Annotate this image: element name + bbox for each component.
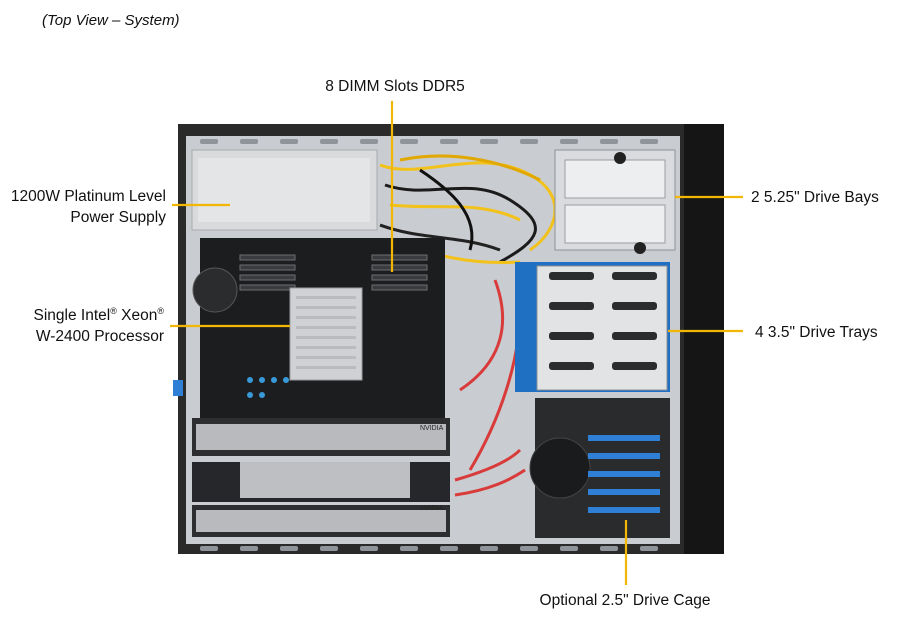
callout-psu-line1: 1200W Platinum Level xyxy=(10,188,166,205)
callout-cage25-text: Optional 2.5" Drive Cage xyxy=(539,592,711,609)
power-supply xyxy=(191,149,378,231)
view-caption: (Top View – System) xyxy=(42,12,180,29)
registered-mark-2: ® xyxy=(157,306,164,316)
gpu-cards xyxy=(192,418,450,537)
callout-psu-line2: Power Supply xyxy=(70,209,166,226)
drive-trays-35 xyxy=(515,262,670,392)
callout-trays35-text: 4 3.5" Drive Trays xyxy=(755,324,878,341)
blue-latch xyxy=(173,380,183,396)
drive-bays-525 xyxy=(554,149,676,254)
callout-psu: 1200W Platinum Level Power Supply xyxy=(0,186,166,228)
motherboard xyxy=(192,238,445,418)
callout-dimm: 8 DIMM Slots DDR5 xyxy=(300,76,490,97)
callout-trays35: 4 3.5" Drive Trays xyxy=(755,322,878,343)
callout-bays525: 2 5.25" Drive Bays xyxy=(751,187,879,208)
callout-cpu-line1-a: Single Intel xyxy=(33,307,111,324)
callout-dimm-text: 8 DIMM Slots DDR5 xyxy=(325,78,465,95)
callout-bays525-text: 2 5.25" Drive Bays xyxy=(751,189,879,206)
callout-cpu-line2: W-2400 Processor xyxy=(35,328,164,345)
callout-lines xyxy=(170,101,743,585)
drive-cage-25 xyxy=(529,398,670,538)
callout-cage25: Optional 2.5" Drive Cage xyxy=(520,590,730,611)
gpu-brand-bottom: NVIDIA xyxy=(420,505,444,512)
registered-mark-1: ® xyxy=(110,306,117,316)
callout-cpu-line1-b: Xeon xyxy=(121,307,158,324)
callout-cpu-line1: Single Intel® Xeon® xyxy=(0,305,165,326)
gpu-brand-top: NVIDIA xyxy=(420,425,444,432)
callout-cpu: Single Intel® Xeon® W-2400 Processor xyxy=(0,305,165,347)
